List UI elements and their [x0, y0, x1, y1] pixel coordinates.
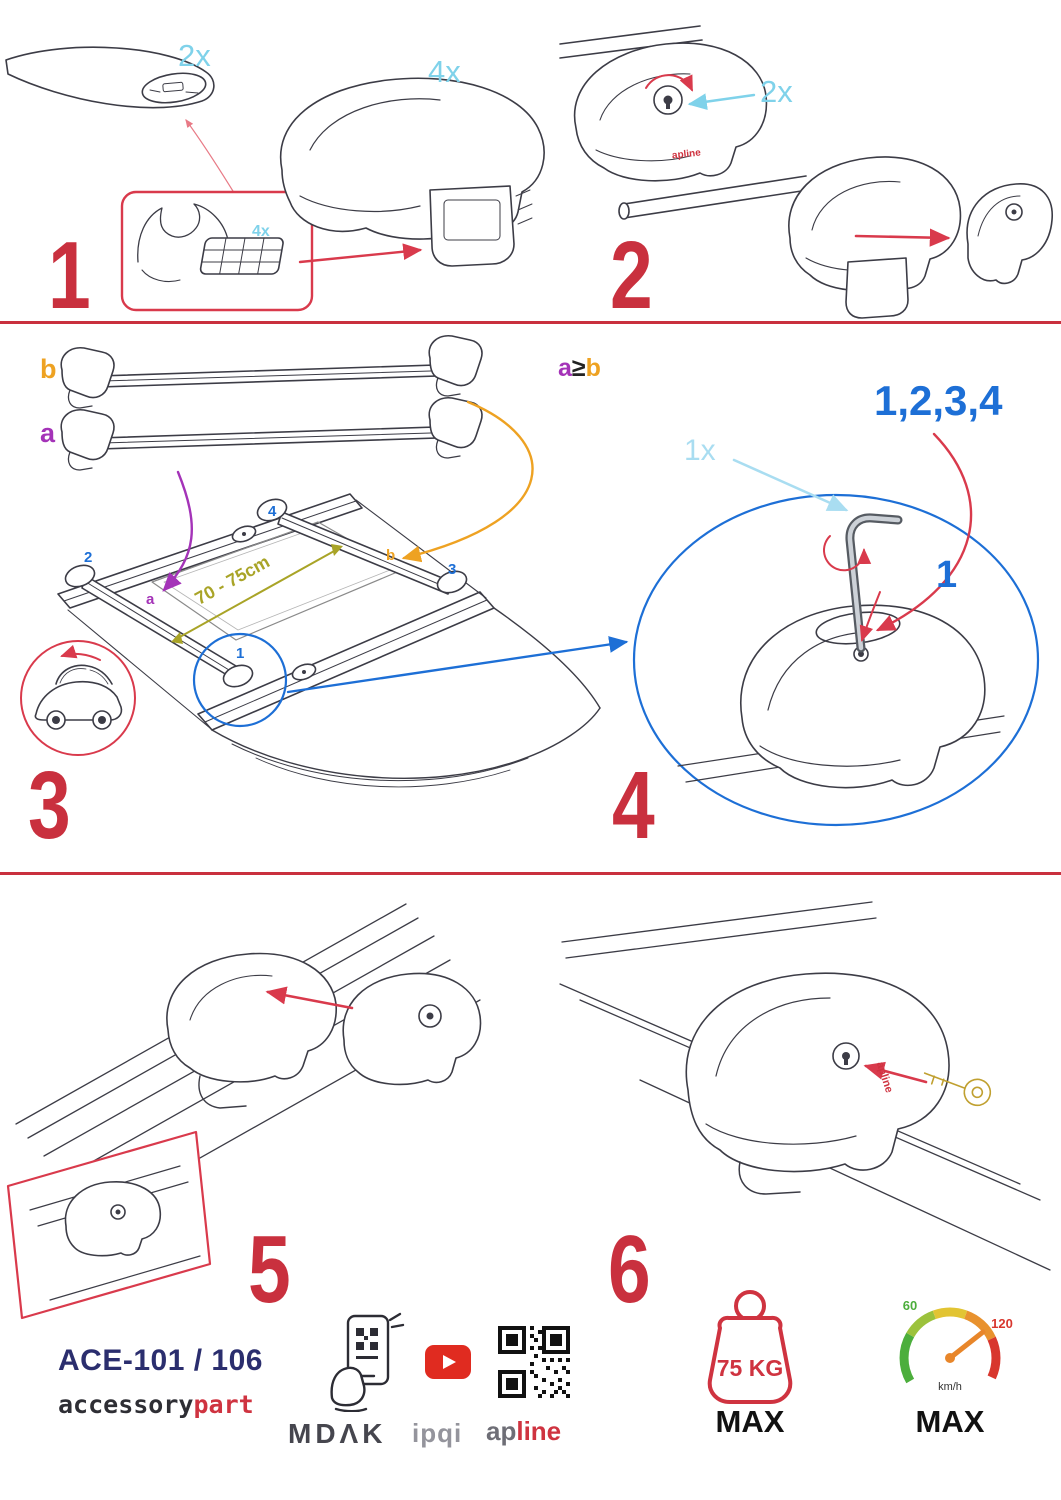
relation-a: a: [558, 354, 572, 382]
crossbar-a-drawing: [60, 396, 483, 471]
speed-low-label: 60: [903, 1298, 917, 1313]
step5-step6-illustration: [6, 901, 1051, 1320]
brand-black: accessory: [58, 1390, 194, 1419]
bar-b-position-arrow: [401, 400, 534, 563]
position-a-label: a: [146, 591, 155, 608]
foot-highlight-circle: [192, 632, 288, 728]
youtube-icon: [425, 1345, 471, 1379]
mounted-clamp-inset: [6, 1130, 212, 1320]
lock-rotate-arrow: [645, 74, 693, 92]
position-2-label: 2: [84, 549, 93, 566]
relation-b: b: [585, 354, 601, 382]
key-insert-arrow: [863, 1061, 928, 1084]
pad-insert-arrow: [298, 243, 423, 264]
car-inset-drawing: [20, 640, 136, 756]
max-speed-icon: 60 120 km/h: [899, 1298, 1013, 1393]
max-load-label: MAX: [715, 1404, 785, 1439]
position-4-label: 4: [268, 503, 277, 520]
rubber-pad-drawing: [199, 237, 284, 275]
crossbar-profile-drawing: [5, 46, 215, 109]
brand-red: part: [193, 1390, 254, 1419]
magnifier-pointer-arrow: [286, 636, 629, 694]
step6-number: 6: [608, 1216, 651, 1323]
sequence-arrow: [875, 432, 973, 632]
tool-qty-arrow: [732, 458, 849, 512]
step1-step2-illustration: [5, 25, 1053, 319]
scan-qr-phone-icon: [330, 1312, 405, 1412]
bar-a-position-arrow: [162, 470, 194, 592]
max-load-value: 75 KG: [717, 1355, 783, 1381]
cap-attach-arrow: [854, 228, 951, 247]
bar-a-label: a: [40, 418, 56, 448]
mdak-logo: MDΛK: [288, 1418, 387, 1449]
clamp-key-drawing: [559, 901, 1051, 1271]
clamp-slide-drawing: [15, 903, 482, 1221]
tighten-sequence-label: 1,2,3,4: [874, 377, 1003, 424]
lock-qty-label: 2x: [760, 74, 793, 109]
foot-ref-label: 1: [936, 554, 958, 596]
relation-label: a≥b: [558, 356, 601, 381]
ipqi-logo: ipqi: [412, 1418, 463, 1448]
spacing-measure-arrow: [171, 544, 343, 644]
position-3-label: 3: [448, 561, 457, 578]
position-b-label: b: [386, 547, 396, 564]
apline-logo: apline: [486, 1418, 561, 1444]
foot-clamp-drawing: [279, 77, 545, 267]
step3-number: 3: [28, 752, 71, 859]
tool-qty-label: 1x: [684, 434, 716, 467]
pad-pointer-line: [185, 119, 237, 197]
crossbar-b-drawing: [60, 334, 483, 409]
speed-unit-label: km/h: [938, 1381, 962, 1393]
car-roof-drawing: [57, 493, 601, 788]
pad-inset-box: [120, 190, 423, 312]
step3-step4-illustration: [20, 334, 1040, 827]
magnified-foot-drawing: [632, 493, 1040, 827]
max-load-icon: 75 KG: [707, 1290, 793, 1404]
brand-logo: accessorypart: [58, 1392, 254, 1417]
relation-ge: ≥: [571, 354, 586, 382]
section-divider-1: [0, 321, 1061, 324]
step4-number: 4: [612, 752, 655, 859]
section-divider-2: [0, 872, 1061, 875]
lock-qty-arrow: [687, 93, 756, 110]
step1-number: 1: [48, 222, 91, 329]
position-1-label: 1: [236, 645, 245, 662]
step5-number: 5: [248, 1216, 291, 1323]
max-speed-label: MAX: [915, 1404, 985, 1439]
bar-qty-label: 2x: [178, 38, 211, 73]
qr-code: [498, 1326, 570, 1398]
clamp-cap-assembly-drawing: [618, 156, 1053, 319]
key-drawing: [923, 1072, 992, 1107]
apline-gray: ap: [486, 1416, 517, 1446]
model-number: ACE-101 / 106: [58, 1344, 263, 1377]
bolt-arrow: [859, 591, 881, 642]
speed-high-label: 120: [991, 1316, 1013, 1331]
tool-rotate-arrow: [823, 535, 872, 572]
pad-qty-label: 4x: [252, 223, 270, 240]
speed-needle: [947, 1329, 986, 1361]
slide-in-arrow: [265, 986, 354, 1010]
step2-number: 2: [610, 222, 653, 329]
clamp-lock-drawing: [559, 25, 768, 182]
bar-b-label: b: [40, 354, 57, 384]
apline-red: line: [516, 1416, 562, 1446]
foot-qty-label: 4x: [428, 54, 461, 89]
